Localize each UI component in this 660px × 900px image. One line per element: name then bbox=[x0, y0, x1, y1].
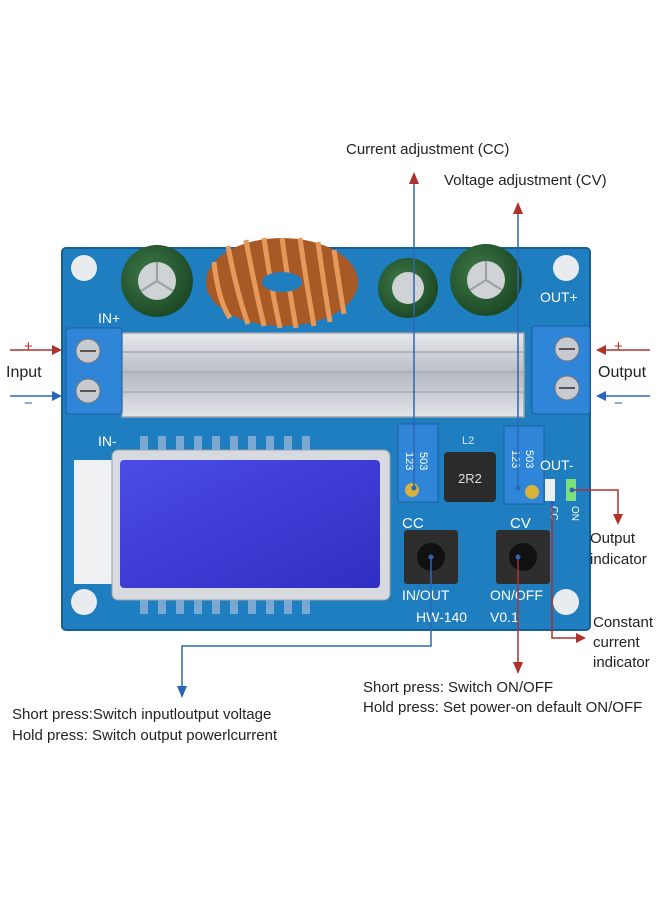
inductor-ref: L2 bbox=[462, 435, 474, 447]
cc-indicator-line3: indicator bbox=[593, 654, 650, 671]
capacitor-left bbox=[121, 245, 193, 317]
silk-model: HW-140 bbox=[416, 609, 467, 625]
output-label: Output bbox=[598, 364, 647, 381]
output-plus-sign: + bbox=[614, 338, 623, 355]
silk-out-minus: OUT- bbox=[540, 457, 574, 473]
potentiometer-cv[interactable] bbox=[503, 425, 545, 505]
silk-version: V0.1 bbox=[490, 609, 519, 625]
silk-cc: CC bbox=[402, 515, 424, 532]
cc-indicator-line1: Constant bbox=[593, 614, 654, 631]
output-minus-sign: − bbox=[614, 395, 623, 412]
mounting-hole-br bbox=[553, 589, 579, 615]
in-out-desc-line1: Short press:Switch inputloutput voltage bbox=[12, 706, 272, 723]
pot-cv-code: 503 bbox=[523, 450, 535, 468]
mounting-hole-tl bbox=[71, 255, 97, 281]
mounting-hole-bl bbox=[71, 589, 97, 615]
pot-cc-code: 503 bbox=[417, 452, 429, 470]
silk-cv: CV bbox=[510, 515, 531, 532]
input-minus-sign: − bbox=[24, 395, 33, 412]
input-arrows bbox=[10, 345, 62, 401]
cc-led bbox=[545, 479, 555, 501]
silk-in-plus: IN+ bbox=[98, 310, 120, 326]
potentiometer-cc[interactable] bbox=[397, 423, 439, 503]
inductor-label: 2R2 bbox=[458, 471, 482, 486]
leader-current-adjustment bbox=[409, 172, 419, 491]
lcd-display bbox=[74, 436, 391, 614]
output-indicator-line2: indicator bbox=[590, 551, 647, 568]
silk-in-out: IN/OUT bbox=[402, 587, 450, 603]
silk-out-plus: OUT+ bbox=[540, 289, 578, 305]
in-out-desc-line2: Hold press: Switch output powerlcurrent bbox=[12, 727, 278, 744]
toroid-coil bbox=[206, 237, 358, 329]
on-off-desc-line2: Hold press: Set power-on default ON/OFF bbox=[363, 699, 643, 716]
leader-cc-indicator bbox=[549, 501, 586, 643]
leader-voltage-adjustment bbox=[513, 202, 523, 491]
leader-output-indicator bbox=[569, 487, 623, 525]
output-indicator-line1: Output bbox=[590, 530, 636, 547]
on-off-desc-line1: Short press: Switch ON/OFF bbox=[363, 679, 554, 696]
output-arrows bbox=[596, 345, 650, 401]
capacitor-mid bbox=[378, 258, 438, 318]
output-terminal bbox=[531, 325, 591, 415]
input-label: Input bbox=[6, 364, 42, 381]
current-adjustment-label: Current adjustment (CC) bbox=[346, 141, 510, 158]
silk-in-minus: IN- bbox=[98, 433, 117, 449]
input-plus-sign: + bbox=[24, 338, 33, 355]
on-off-button[interactable] bbox=[496, 530, 550, 584]
pot-cc-code2: 123 bbox=[403, 452, 415, 470]
mounting-hole-tr bbox=[553, 255, 579, 281]
silk-on-off: ON/OFF bbox=[490, 587, 543, 603]
heatsink bbox=[121, 332, 525, 418]
capacitor-right bbox=[450, 244, 522, 316]
inductor-2r2: 2R2 bbox=[444, 452, 496, 502]
input-terminal bbox=[65, 327, 123, 415]
leader-in-out-button bbox=[177, 554, 434, 698]
voltage-adjustment-label: Voltage adjustment (CV) bbox=[444, 172, 607, 189]
silk-led-on: ON bbox=[569, 506, 580, 521]
pot-cv-code2: 123 bbox=[509, 450, 521, 468]
leader-on-off-button bbox=[513, 554, 523, 674]
cc-indicator-line2: current bbox=[593, 634, 640, 651]
silk-led-cc: CC bbox=[548, 506, 559, 520]
